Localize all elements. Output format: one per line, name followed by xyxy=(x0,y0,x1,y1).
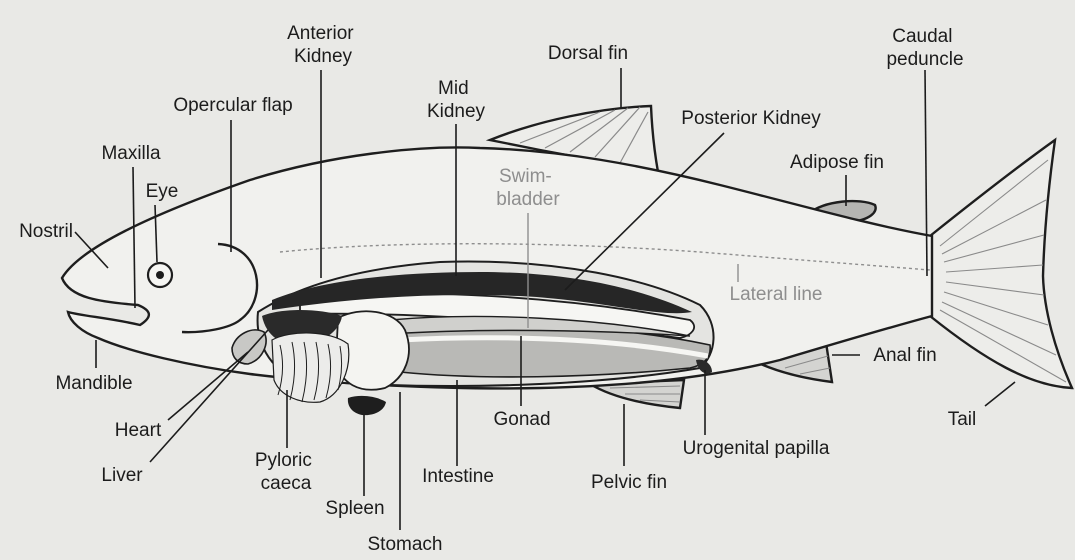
caudal-fin xyxy=(930,140,1072,388)
label-posterior-kidney: Posterior Kidney xyxy=(681,108,821,129)
label-caudal-peduncle: Caudal peduncle xyxy=(886,26,963,70)
eye xyxy=(148,263,172,287)
label-liver: Liver xyxy=(101,465,143,486)
label-intestine: Intestine xyxy=(422,466,494,487)
label-nostril: Nostril xyxy=(19,221,73,242)
label-anterior-kidney: Anterior Kidney xyxy=(287,23,359,67)
spleen xyxy=(348,396,386,415)
label-opercular-flap: Opercular flap xyxy=(173,95,292,116)
label-eye: Eye xyxy=(146,181,179,202)
label-mid-kidney: Mid Kidney xyxy=(427,78,486,122)
label-urogenital-papilla: Urogenital papilla xyxy=(683,438,830,459)
label-gonad: Gonad xyxy=(493,409,550,430)
label-dorsal-fin: Dorsal fin xyxy=(548,43,628,64)
label-tail: Tail xyxy=(948,409,977,430)
label-adipose-fin: Adipose fin xyxy=(790,152,884,173)
label-pyloric-caeca: Pyloric caeca xyxy=(255,450,317,494)
label-anal-fin: Anal fin xyxy=(873,345,936,366)
label-mandible: Mandible xyxy=(55,373,132,394)
label-spleen: Spleen xyxy=(325,498,384,519)
label-pelvic-fin: Pelvic fin xyxy=(591,472,667,493)
label-stomach: Stomach xyxy=(368,534,443,555)
pyloric-caeca xyxy=(272,333,349,402)
label-maxilla: Maxilla xyxy=(101,143,161,164)
label-heart: Heart xyxy=(115,420,162,441)
label-lateral-line: Lateral line xyxy=(730,284,823,305)
